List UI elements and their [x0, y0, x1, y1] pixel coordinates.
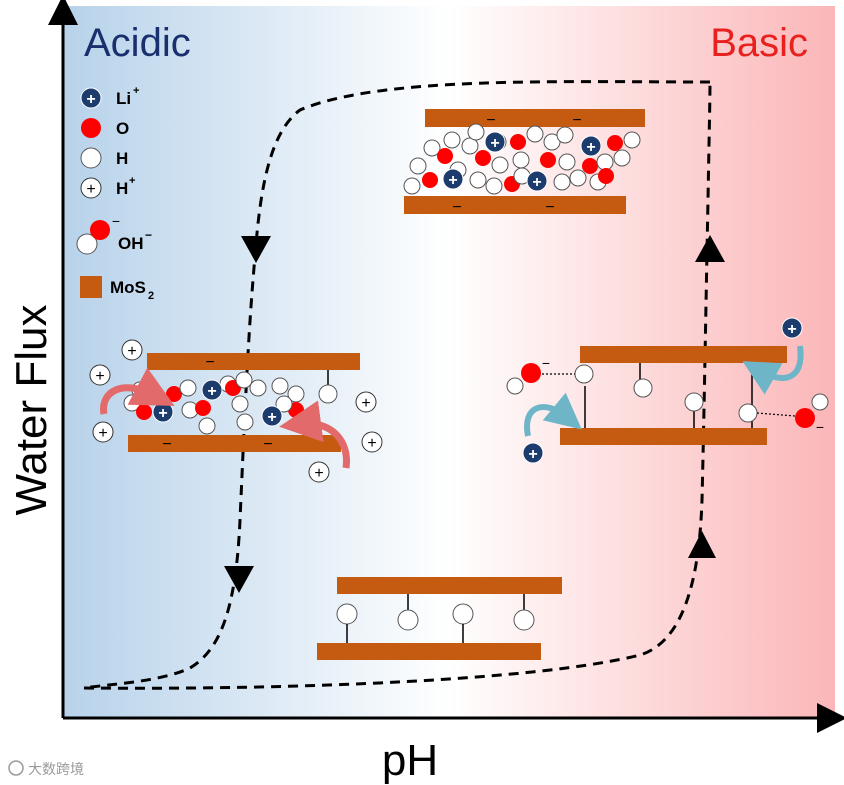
- legend-proton-sup: +: [129, 175, 135, 187]
- plus-icon: +: [367, 435, 376, 452]
- plus-icon: +: [490, 135, 499, 152]
- protons-left: + + + + + +: [89, 339, 383, 483]
- mos2-sheet-top-lower: [404, 196, 626, 214]
- legend-hydroxide-label: OH: [118, 234, 144, 253]
- mos2-sheet-icon: [80, 276, 102, 298]
- plus-icon: +: [207, 383, 216, 400]
- plus-icon: +: [314, 465, 323, 482]
- plus-icon: +: [361, 395, 370, 412]
- schematic-acidic-transition: − − − +: [89, 339, 383, 483]
- legend-proton: + H +: [80, 175, 135, 199]
- arrow-down-lower: [224, 566, 254, 593]
- watermark-logo-icon: [8, 760, 24, 776]
- plus-icon: +: [158, 405, 167, 422]
- mos2-sheet-left-upper: [147, 353, 360, 370]
- acidic-label: Acidic: [84, 21, 191, 65]
- minus-icon: −: [112, 213, 120, 229]
- adsorbed-hydrogen: [318, 384, 338, 404]
- plus-icon: +: [267, 409, 276, 426]
- mos2-sheet-right-lower: [560, 428, 767, 445]
- plus-icon: +: [95, 368, 104, 385]
- x-axis-label: pH: [382, 736, 438, 785]
- mos2-sheet-bottom-upper: [337, 577, 562, 594]
- legend-oxygen-label: O: [116, 119, 129, 138]
- watermark-text: 大数跨境: [28, 761, 84, 777]
- schematic-low-flux: [317, 577, 562, 660]
- legend-oxygen: O: [81, 118, 129, 138]
- oxygen-atom-icon: [81, 118, 101, 138]
- li-ion-icon: [80, 87, 102, 109]
- plus-icon: +: [586, 139, 595, 156]
- legend-proton-label: H: [116, 179, 128, 198]
- hydrogen-atom-icon: [80, 147, 102, 169]
- minus-icon: −: [486, 112, 495, 129]
- hydroxide-oxygen-icon: [90, 220, 110, 240]
- plus-icon: +: [127, 343, 136, 360]
- basic-label: Basic: [710, 21, 808, 65]
- mos2-sheet-bottom-lower: [317, 643, 541, 660]
- li-ions-right: + +: [522, 317, 803, 464]
- legend-hydroxide: − OH −: [76, 213, 152, 255]
- legend-mos2-sub: 2: [148, 290, 154, 302]
- legend: + Li + O H + H + − OH − MoS 2: [76, 85, 154, 302]
- arrow-up-lower: [688, 531, 716, 558]
- decreasing-ph-curve: [83, 80, 711, 690]
- arrow-down-upper: [241, 236, 271, 263]
- hydroxide-hydrogen-icon: [76, 233, 98, 255]
- schematic-high-flux: − − − −: [403, 109, 645, 216]
- legend-hydrogen: H: [80, 147, 128, 169]
- hydroxide-left: −: [506, 355, 550, 395]
- legend-li-label: Li: [116, 89, 131, 108]
- legend-mos2: MoS 2: [80, 276, 154, 302]
- plus-icon: +: [787, 321, 796, 338]
- minus-icon: −: [162, 436, 171, 453]
- minus-icon: −: [816, 419, 824, 435]
- li-exit-arrow-right: [742, 345, 804, 395]
- water-molecules-left: [123, 371, 313, 435]
- minus-icon: −: [263, 436, 272, 453]
- proton-icon: [80, 177, 102, 199]
- mos2-sheet-right-upper: [580, 346, 787, 363]
- plus-icon: +: [532, 174, 541, 191]
- legend-li-plus: + Li +: [80, 85, 139, 109]
- arrow-up-upper: [695, 235, 725, 262]
- legend-hydrogen-label: H: [116, 149, 128, 168]
- minus-icon: −: [452, 199, 461, 216]
- plus-icon: +: [528, 446, 537, 463]
- mos2-sheet-left-lower: [128, 435, 341, 452]
- plus-icon: +: [86, 181, 95, 198]
- legend-hydroxide-sup: −: [145, 228, 152, 242]
- li-ions-left: + + +: [152, 379, 283, 427]
- schematic-basic-transition: − − + +: [506, 317, 829, 464]
- plus-icon: +: [98, 425, 107, 442]
- minus-icon: −: [205, 354, 214, 371]
- mos2-sheet-top-upper: [425, 109, 645, 127]
- minus-icon: −: [572, 112, 581, 129]
- plus-icon: +: [448, 172, 457, 189]
- proton-entry-arrow-right: [279, 400, 350, 469]
- legend-mos2-label: MoS: [110, 278, 146, 297]
- minus-icon: −: [545, 199, 554, 216]
- y-axis-label: Water Flux: [7, 304, 56, 515]
- li-ions-top: + + + +: [442, 131, 602, 192]
- hydroxide-right: −: [795, 393, 829, 435]
- minus-icon: −: [542, 355, 550, 371]
- plus-icon: +: [86, 91, 95, 108]
- legend-li-sup: +: [133, 85, 139, 97]
- hydrogen-bridges-bottom: [336, 594, 535, 643]
- watermark: 大数跨境: [8, 760, 84, 777]
- li-entry-arrow-left: [524, 392, 582, 437]
- proton-entry-arrow-left: [100, 367, 175, 415]
